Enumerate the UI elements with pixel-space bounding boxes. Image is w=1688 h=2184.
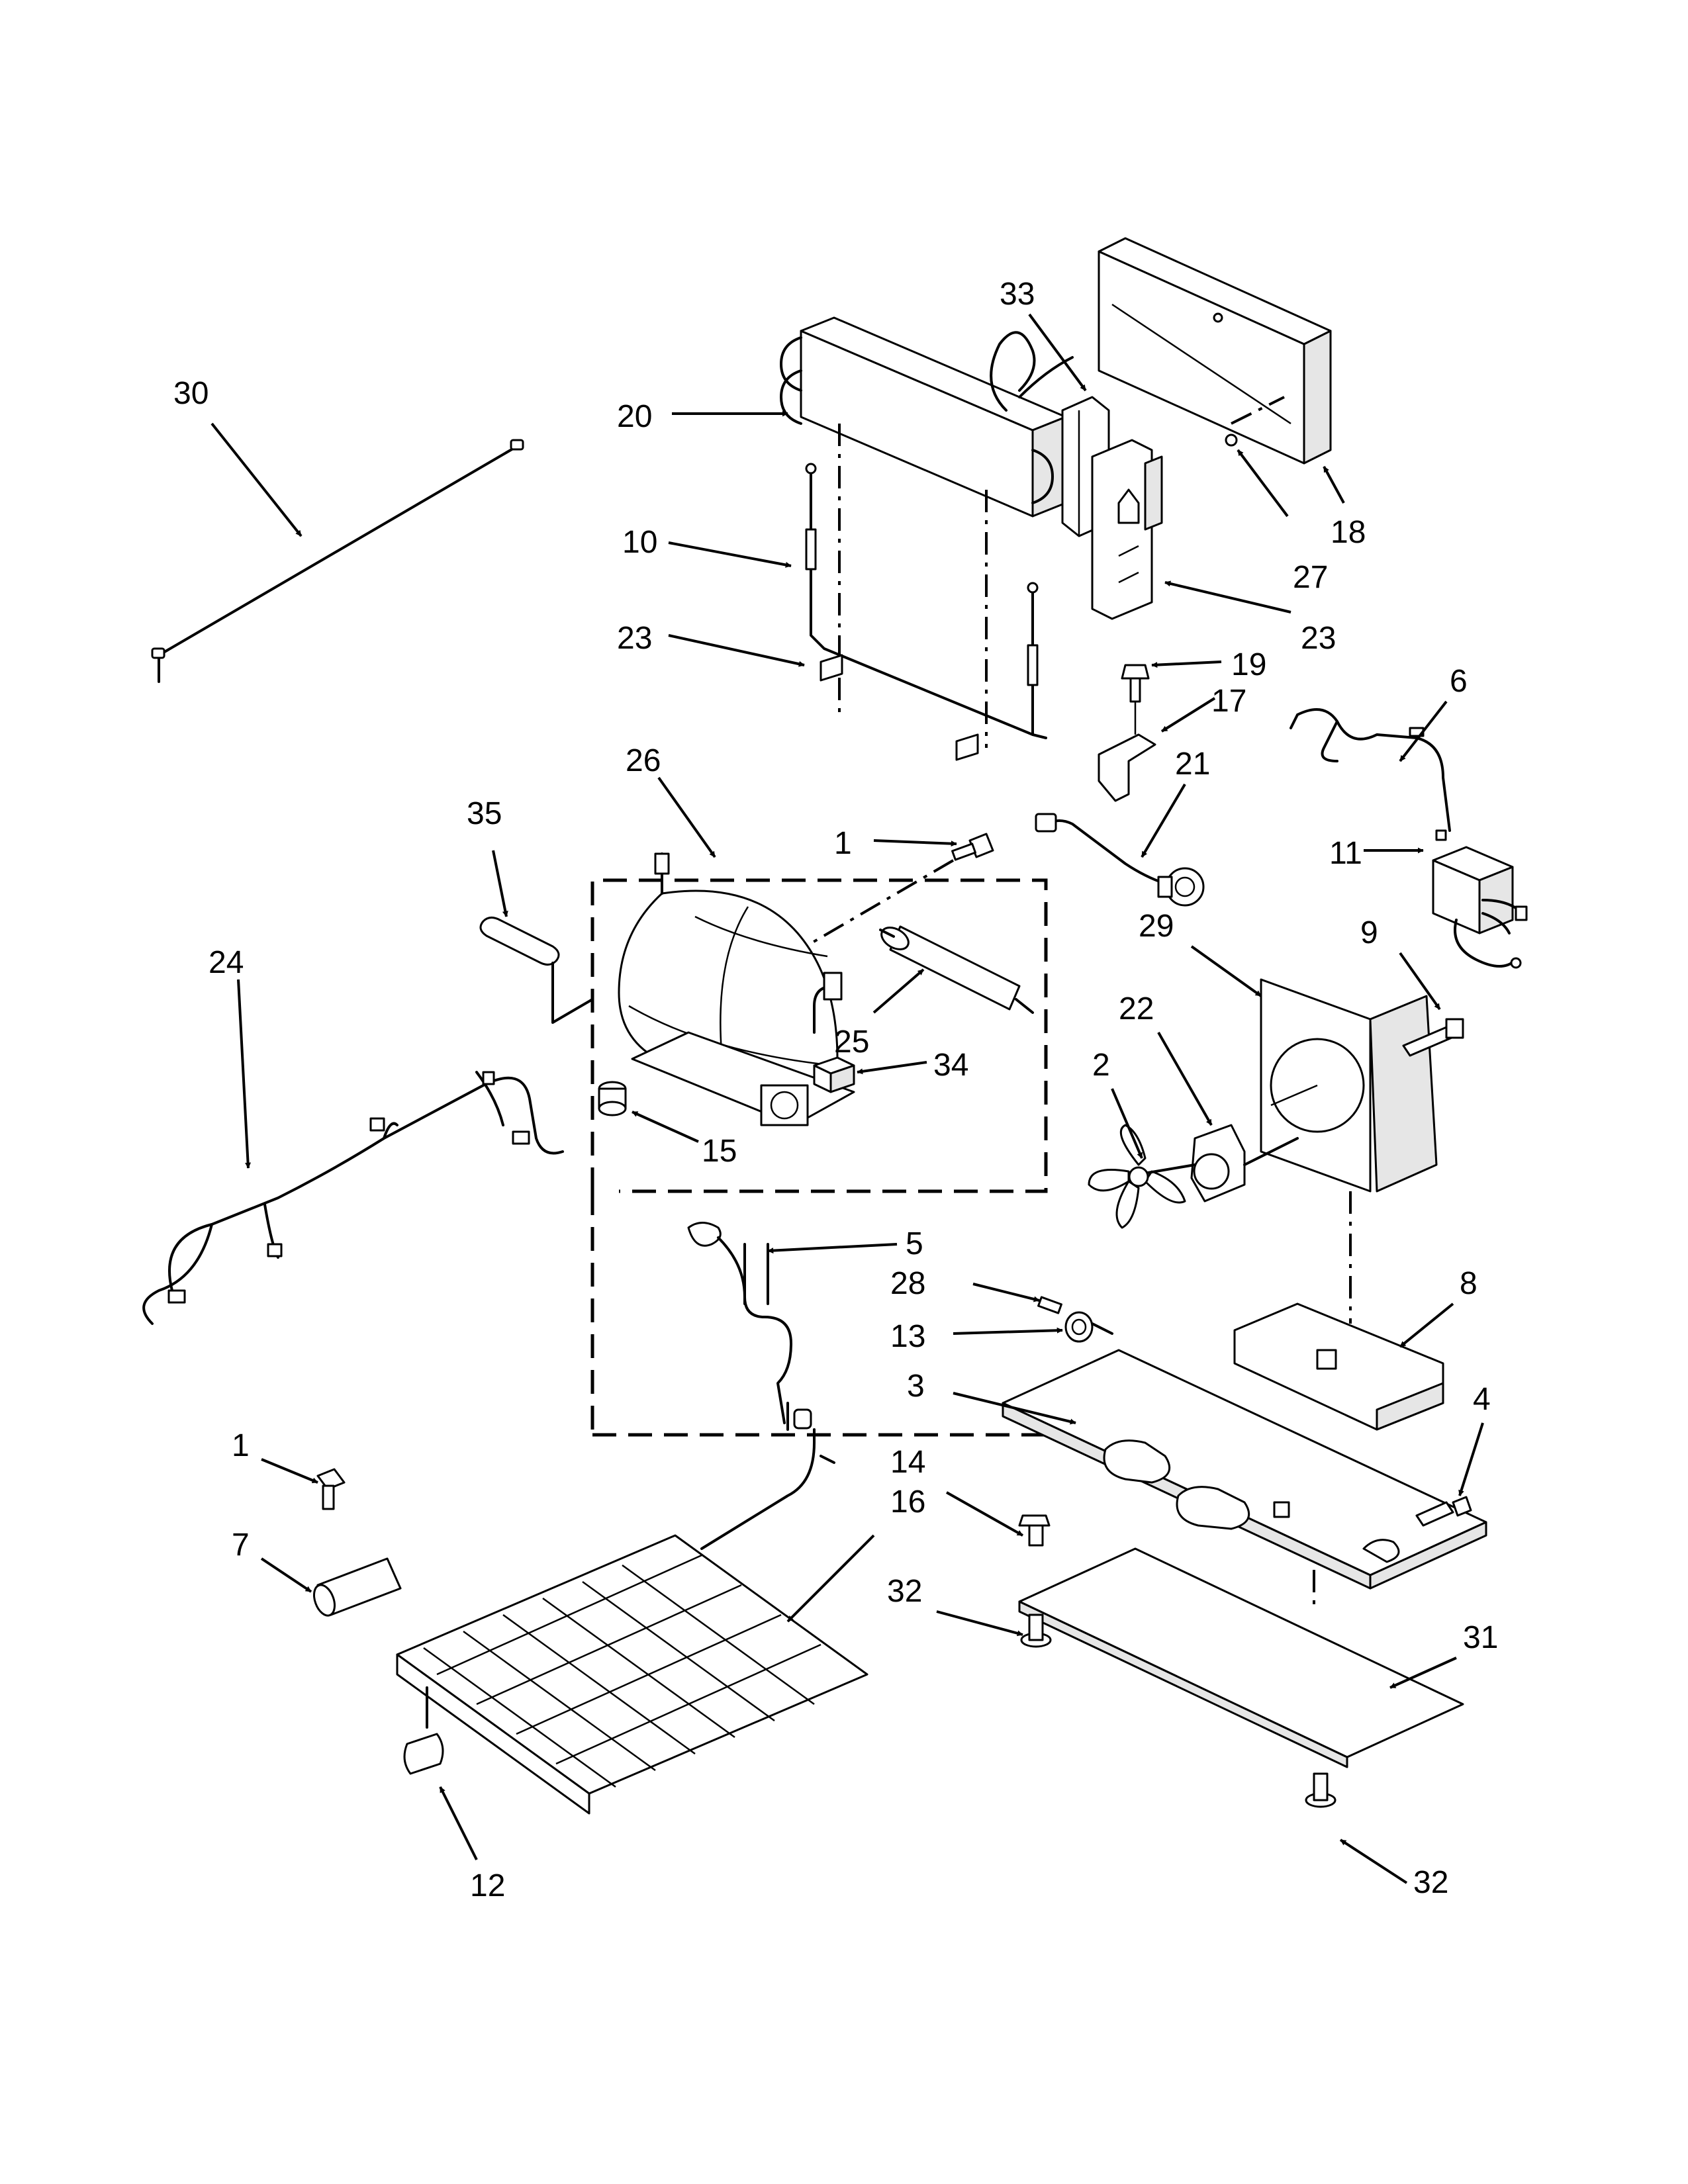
callout-23-left: 23 bbox=[617, 621, 652, 656]
callout-4: 4 bbox=[1473, 1382, 1491, 1417]
callout-22: 22 bbox=[1119, 991, 1154, 1026]
part-18-evaporator-cover bbox=[1098, 237, 1332, 465]
part-13-grommet bbox=[1064, 1311, 1113, 1343]
callout-2: 2 bbox=[1092, 1048, 1110, 1083]
callout-32-lower: 32 bbox=[1413, 1865, 1448, 1900]
part-24-wire-harness bbox=[142, 1071, 564, 1325]
part-17-clip bbox=[1098, 733, 1156, 802]
part-26-compressor-group-boundary bbox=[590, 878, 1053, 1437]
callout-11: 11 bbox=[1329, 836, 1362, 871]
callout-26: 26 bbox=[626, 743, 661, 778]
part-5-drain-tube bbox=[687, 1222, 812, 1430]
part-2-fan-blade bbox=[1088, 1124, 1196, 1229]
callout-25: 25 bbox=[834, 1024, 869, 1060]
part-7-tube bbox=[312, 1557, 402, 1617]
part-compressor bbox=[618, 852, 855, 1126]
callout-3: 3 bbox=[907, 1369, 925, 1404]
callout-6: 6 bbox=[1450, 664, 1468, 699]
part-10-defrost-heater bbox=[805, 463, 1047, 761]
callout-labels: 30 20 10 23 33 23 27 18 19 17 6 11 21 1 … bbox=[173, 277, 1498, 1903]
part-11-transformer bbox=[1432, 846, 1528, 969]
part-1-screw-lower bbox=[316, 1468, 346, 1510]
part-30-thermistor-wire bbox=[151, 439, 524, 683]
callout-20: 20 bbox=[617, 399, 652, 434]
part-15-grommet bbox=[598, 1081, 627, 1116]
callout-1-upper: 1 bbox=[834, 826, 852, 861]
callout-15: 15 bbox=[702, 1134, 737, 1169]
callout-21: 21 bbox=[1175, 747, 1210, 782]
callout-30: 30 bbox=[173, 376, 209, 411]
part-34-relay bbox=[813, 1056, 855, 1093]
part-4-screw bbox=[1415, 1496, 1472, 1527]
part-27-screw bbox=[1225, 433, 1238, 447]
callout-1-lower: 1 bbox=[232, 1428, 250, 1463]
callout-8: 8 bbox=[1460, 1266, 1477, 1301]
part-29-fan-shroud bbox=[1260, 978, 1438, 1324]
part-16-condenser bbox=[396, 1402, 868, 1815]
callout-31: 31 bbox=[1463, 1620, 1498, 1655]
callout-35: 35 bbox=[467, 796, 502, 831]
callout-17: 17 bbox=[1211, 684, 1246, 719]
part-22-fan-motor bbox=[1190, 1124, 1299, 1203]
callout-9: 9 bbox=[1360, 915, 1378, 950]
callout-12: 12 bbox=[470, 1868, 505, 1903]
part-1-screw-upper bbox=[793, 833, 994, 954]
part-28-drain-tube-stub bbox=[1037, 1296, 1062, 1314]
part-32-leg-lower bbox=[1305, 1772, 1336, 1808]
part-23-evaporator-bracket bbox=[1091, 439, 1163, 620]
part-35-strap bbox=[479, 917, 594, 1024]
part-3-base-pan bbox=[1002, 1349, 1487, 1590]
callout-7: 7 bbox=[232, 1527, 250, 1563]
callout-23-right: 23 bbox=[1301, 621, 1336, 656]
callout-29: 29 bbox=[1139, 909, 1174, 944]
part-21-cord bbox=[1035, 813, 1205, 907]
part-14-screw bbox=[1018, 1514, 1051, 1547]
callout-28: 28 bbox=[890, 1266, 925, 1301]
callout-10: 10 bbox=[622, 525, 657, 560]
callout-19: 19 bbox=[1231, 647, 1266, 682]
callout-33: 33 bbox=[1000, 277, 1035, 312]
part-9-screw bbox=[1402, 1018, 1464, 1057]
callout-27: 27 bbox=[1293, 560, 1328, 595]
part-6-harness bbox=[1289, 708, 1451, 841]
callout-24: 24 bbox=[209, 945, 244, 980]
callout-5: 5 bbox=[906, 1226, 923, 1261]
callout-34: 34 bbox=[933, 1048, 968, 1083]
part-12-clip bbox=[403, 1733, 444, 1775]
part-8-fan-bracket bbox=[1233, 1302, 1444, 1608]
part-31-plate bbox=[1018, 1547, 1464, 1768]
callout-14: 14 bbox=[890, 1445, 925, 1480]
callout-13: 13 bbox=[890, 1319, 925, 1354]
callout-16: 16 bbox=[890, 1484, 925, 1520]
callout-32-upper: 32 bbox=[887, 1574, 922, 1609]
part-19-screw bbox=[1121, 664, 1150, 735]
callout-18: 18 bbox=[1331, 515, 1366, 550]
part-32-leg-upper bbox=[1020, 1614, 1052, 1648]
part-25-filter-drier bbox=[879, 925, 1034, 1014]
leader-arrows bbox=[211, 313, 1484, 1884]
